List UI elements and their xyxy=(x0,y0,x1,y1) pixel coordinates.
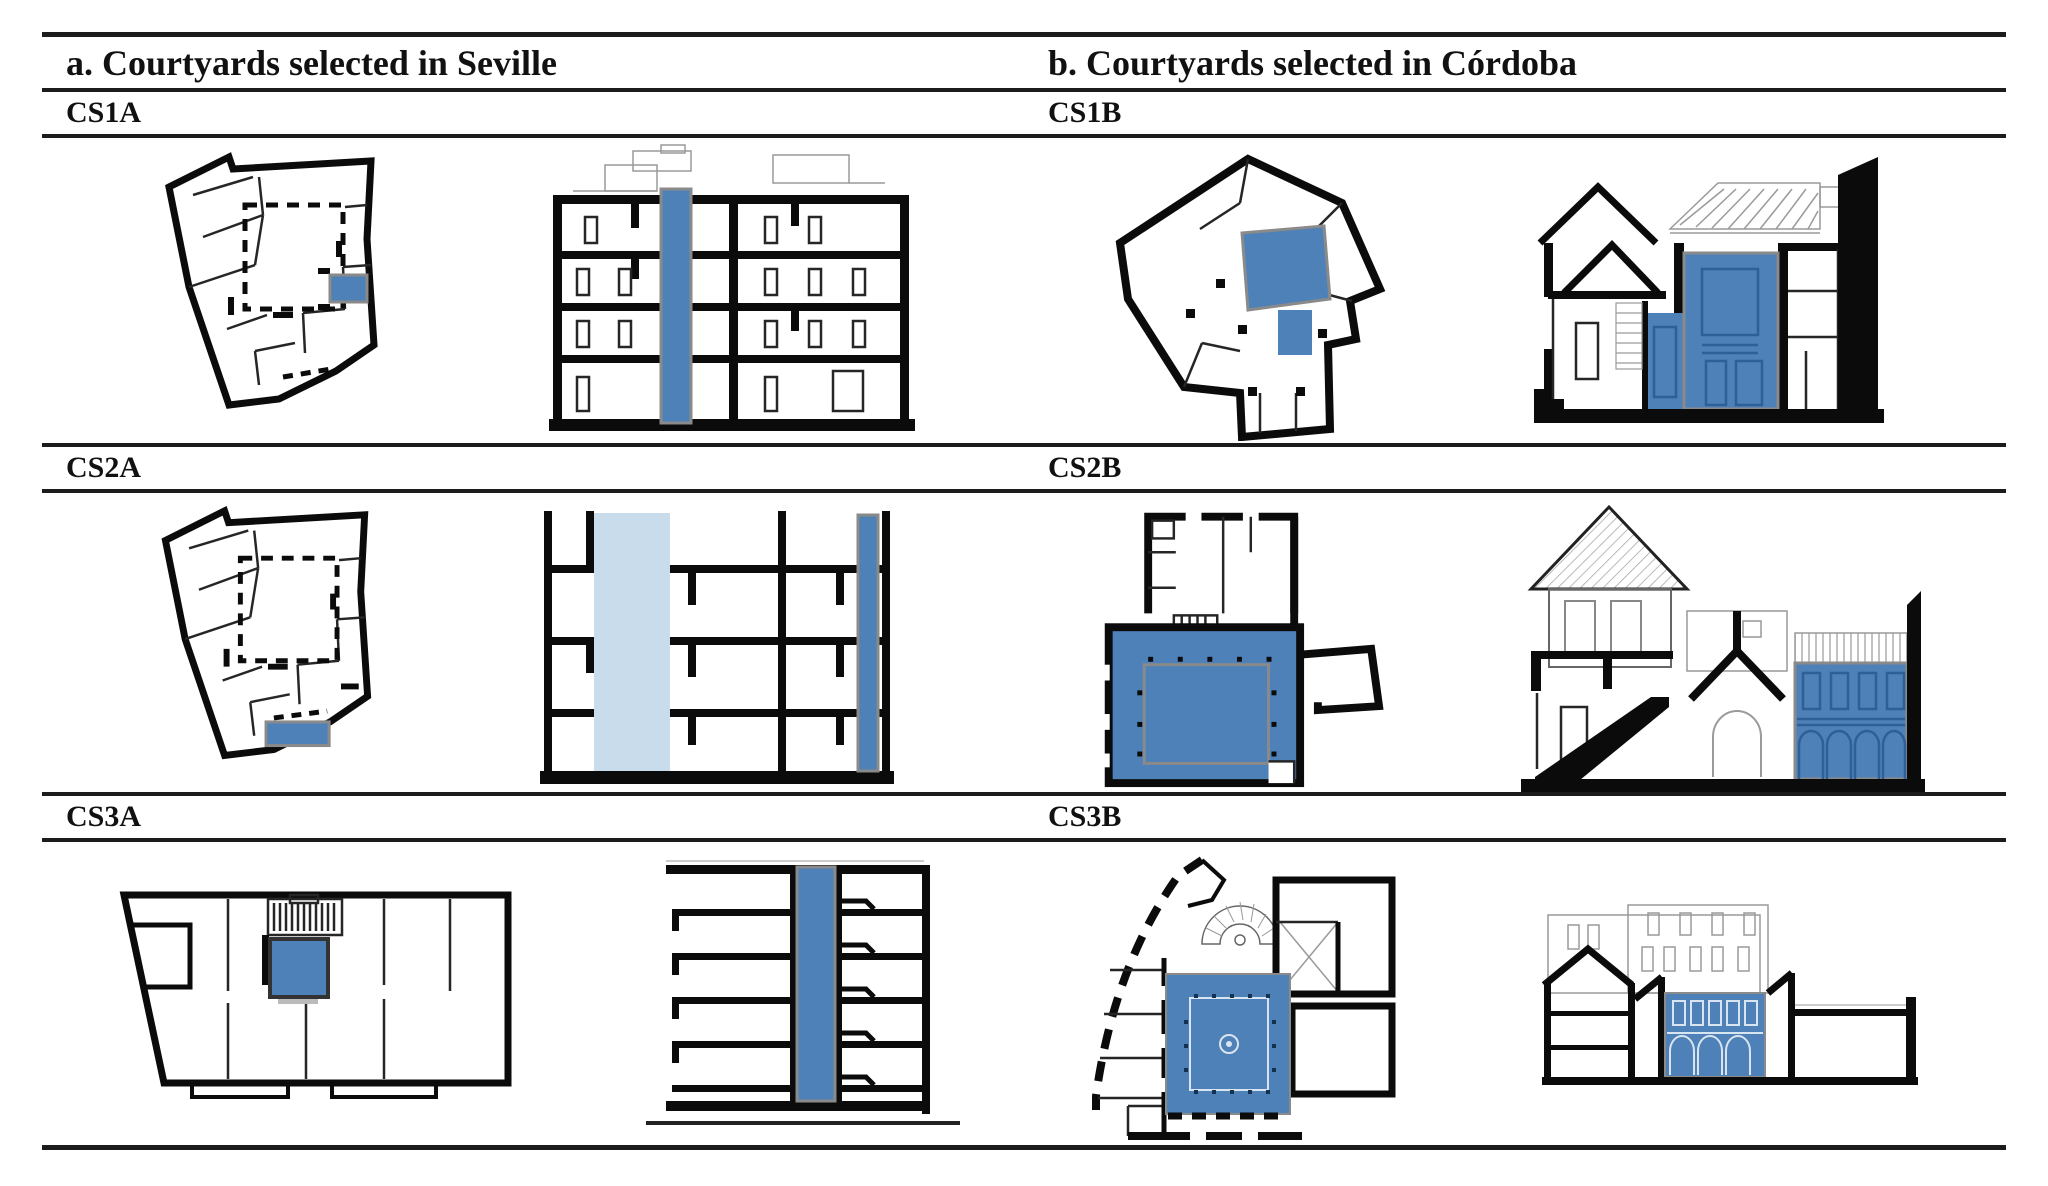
label-cs3b: CS3B xyxy=(1048,800,1122,833)
cs1a-plan-courtyard-highlight xyxy=(328,273,369,303)
row1-drawings xyxy=(42,138,2006,447)
cs2b-tower-roof xyxy=(1527,504,1691,591)
header-row: a. Courtyards selected in Seville b. Cou… xyxy=(42,32,2006,92)
cs2b-gallery-roof xyxy=(1794,632,1908,664)
cs2b-plan-courtyard-highlight xyxy=(1104,623,1305,788)
cs1a-section-courtyard-highlight xyxy=(659,187,693,424)
cs3b-floor-plan-drawing xyxy=(1092,856,1396,1142)
label-cs2b: CS2B xyxy=(1048,451,1122,484)
cs1a-section-drawing xyxy=(549,143,915,431)
cs1b-section-drawing xyxy=(1534,156,1884,423)
cs2a-section-courtyard-highlight xyxy=(856,513,880,772)
cs2a-plan-courtyard-highlight xyxy=(264,720,331,748)
cs3b-fountain xyxy=(1219,1033,1239,1054)
courtyard-comparison-table: a. Courtyards selected in Seville b. Cou… xyxy=(42,32,2006,1150)
label-cs1a: CS1A xyxy=(66,96,142,129)
cs2a-cell xyxy=(42,493,1024,793)
row2-drawings xyxy=(42,493,2006,796)
cs3a-floor-plan-drawing xyxy=(119,891,512,1099)
cs1b-cell xyxy=(1024,138,2006,443)
cs1b-plan-courtyard-highlight xyxy=(1240,223,1332,312)
row2-label-row: CS2A CS2B xyxy=(42,447,2006,493)
cs1b-section-courtyard-highlight xyxy=(1682,251,1780,410)
cs3b-section-courtyard-highlight xyxy=(1664,992,1766,1078)
column-a-header: a. Courtyards selected in Seville xyxy=(66,42,557,83)
label-cs2a: CS2A xyxy=(66,451,142,484)
cs2a-section-drawing xyxy=(540,510,894,784)
cs3b-section-drawing xyxy=(1541,904,1918,1085)
cs2a-floor-plan-drawing xyxy=(161,505,372,760)
cs3a-plan-courtyard-highlight xyxy=(268,936,330,999)
label-cs1b: CS1B xyxy=(1048,96,1122,129)
cs3b-cell xyxy=(1024,842,2006,1145)
cs1a-floor-plan-drawing xyxy=(165,151,378,409)
cs2b-cell xyxy=(1024,493,2006,793)
cs2a-section-central-patio xyxy=(594,512,670,771)
row1-label-row: CS1A CS1B xyxy=(42,92,2006,138)
cs3a-section-courtyard-highlight xyxy=(795,865,837,1102)
row3-drawings xyxy=(42,842,2006,1150)
cs1b-plan-secondary-courtyard xyxy=(1278,309,1312,355)
cs1a-cell xyxy=(42,138,1024,443)
cs1b-floor-plan-drawing xyxy=(1115,153,1386,441)
cs3a-section-drawing xyxy=(646,860,960,1125)
cs3a-cell xyxy=(42,842,1024,1145)
cs2b-floor-plan-drawing xyxy=(1100,510,1384,788)
row3-label-row: CS3A CS3B xyxy=(42,796,2006,842)
label-cs3a: CS3A xyxy=(66,800,142,833)
cs2b-section-drawing xyxy=(1521,504,1925,792)
column-b-header: b. Courtyards selected in Córdoba xyxy=(1048,42,1577,83)
